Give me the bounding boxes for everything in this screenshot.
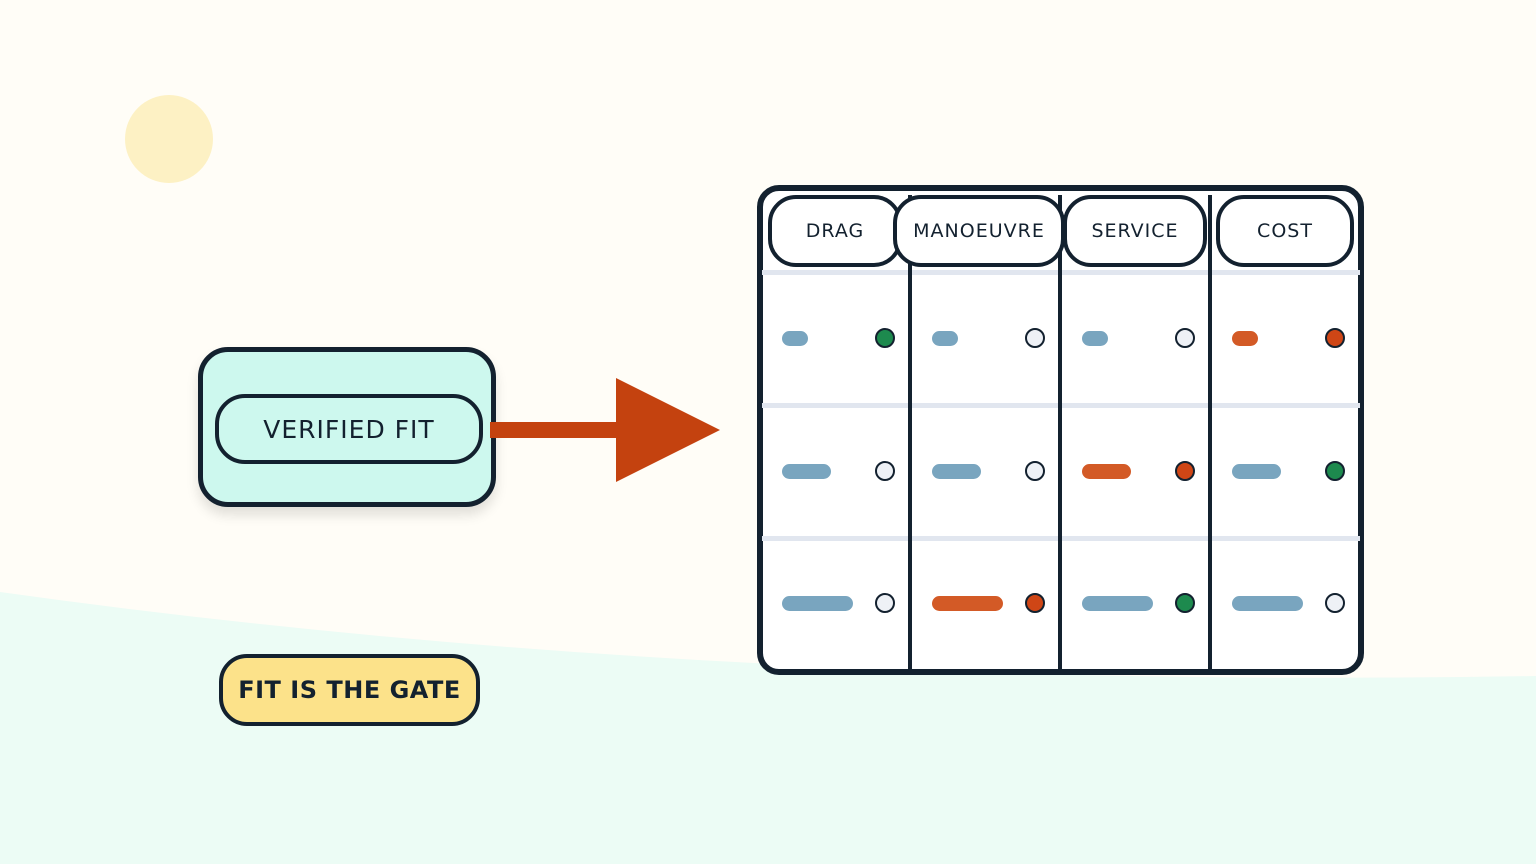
column-divider (1208, 195, 1212, 670)
status-dot (875, 593, 895, 613)
status-dot (875, 328, 895, 348)
status-dot (1175, 593, 1195, 613)
column-divider (908, 195, 912, 670)
score-bar (1232, 464, 1281, 479)
status-dot (1325, 461, 1345, 481)
score-bar (932, 331, 958, 346)
score-bar (932, 596, 1003, 611)
score-bar (1082, 464, 1131, 479)
score-bar (1082, 596, 1153, 611)
score-bar (782, 596, 853, 611)
score-bar (1232, 596, 1303, 611)
column-header-drag: DRAG (768, 195, 902, 267)
status-dot (1025, 593, 1045, 613)
sun-decoration (125, 95, 213, 183)
column-header-manoeuvre: MANOEUVRE (893, 195, 1065, 267)
status-dot (1175, 328, 1195, 348)
column-divider (1058, 195, 1062, 670)
status-dot (1025, 328, 1045, 348)
verified-fit-label: VERIFIED FIT (215, 394, 483, 464)
status-dot (875, 461, 895, 481)
status-dot (1025, 461, 1045, 481)
column-header-cost: COST (1216, 195, 1354, 267)
column-header-service: SERVICE (1063, 195, 1207, 267)
status-dot (1325, 328, 1345, 348)
score-bar (782, 331, 808, 346)
score-bar (1232, 331, 1258, 346)
arrow-right-icon (490, 378, 720, 482)
status-dot (1325, 593, 1345, 613)
fit-gate-badge: FIT IS THE GATE (219, 654, 480, 726)
score-bar (782, 464, 831, 479)
score-bar (932, 464, 981, 479)
score-bar (1082, 331, 1108, 346)
status-dot (1175, 461, 1195, 481)
